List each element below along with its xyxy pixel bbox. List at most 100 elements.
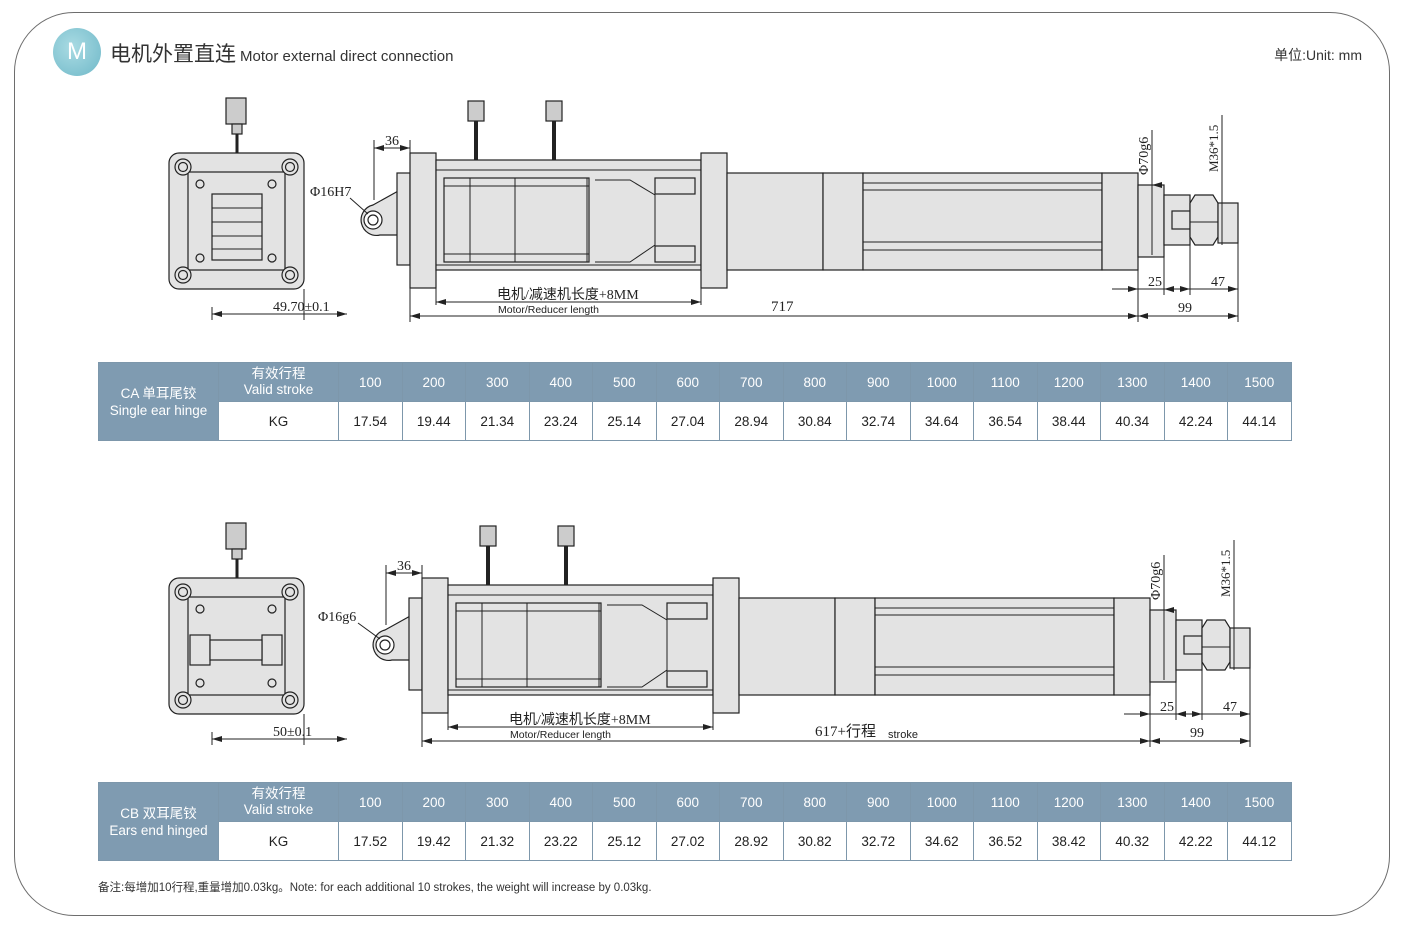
weight-value: 23.24 xyxy=(528,401,593,441)
stroke-value: 600 xyxy=(655,362,720,402)
motor-length-en: Motor/Reducer length xyxy=(498,304,599,316)
stroke-cn: 有效行程 xyxy=(251,786,306,801)
extrusion-profile xyxy=(874,597,1115,696)
stroke-value: 1000 xyxy=(909,362,974,402)
arrow xyxy=(337,736,347,742)
stroke-cn: 有效行程 xyxy=(251,366,306,381)
arrow xyxy=(337,311,347,317)
arrow xyxy=(691,299,701,305)
stroke-value: 1100 xyxy=(973,782,1038,822)
weight-value: 19.42 xyxy=(401,821,466,861)
weight-value: 21.32 xyxy=(465,821,530,861)
rod-gland xyxy=(1137,184,1165,258)
dim-47-label: 47 xyxy=(1223,700,1237,715)
screw-hole xyxy=(195,179,205,189)
weight-value: 25.12 xyxy=(592,821,657,861)
arrow xyxy=(1240,711,1250,717)
weight-value: 30.84 xyxy=(782,401,847,441)
stroke-value: 900 xyxy=(846,782,911,822)
arrow xyxy=(448,724,458,730)
kg-label: KG xyxy=(218,821,339,861)
tube-collar xyxy=(822,172,864,271)
stroke-value: 1200 xyxy=(1036,362,1101,402)
stroke-value: 800 xyxy=(782,782,847,822)
clevis-pin xyxy=(379,639,391,651)
leader-line xyxy=(349,197,369,215)
gear-top xyxy=(654,177,696,195)
arrow xyxy=(1150,738,1160,744)
stroke-en: Valid stroke xyxy=(243,802,314,817)
arrow xyxy=(703,724,713,730)
stroke-value: 400 xyxy=(528,782,593,822)
weight-value: 36.52 xyxy=(973,821,1038,861)
pin-dim-label: Φ16g6 xyxy=(318,610,356,625)
total-length-label: 717 xyxy=(771,299,794,315)
arrow xyxy=(412,570,422,576)
mount-hole-inner xyxy=(177,586,189,598)
type-en: Single ear hinge xyxy=(109,402,208,418)
dim-25-label: 25 xyxy=(1148,275,1162,290)
arrow xyxy=(1228,313,1238,319)
mount-hole-inner xyxy=(284,694,296,706)
stroke-value: 300 xyxy=(465,362,530,402)
section-badge: M xyxy=(53,28,101,76)
connector-icon xyxy=(467,100,485,122)
clevis-pin xyxy=(367,214,379,226)
page-frame xyxy=(14,12,1390,916)
screw-hole xyxy=(195,253,205,263)
connector-icon xyxy=(225,522,247,550)
rod-stud xyxy=(1183,635,1203,655)
thread-end xyxy=(1229,627,1251,669)
mount-hole-inner xyxy=(284,586,296,598)
type-en: Ears end hinged xyxy=(109,822,208,838)
motor-length-en: Motor/Reducer length xyxy=(510,729,611,741)
weight-value: 40.32 xyxy=(1100,821,1165,861)
motor-length-label: 电机/减速机长度+8MM xyxy=(497,287,639,303)
gear-top xyxy=(666,602,708,620)
stroke-value: 900 xyxy=(846,362,911,402)
title-cn: 电机外置直连 xyxy=(110,43,236,66)
weight-value: 25.14 xyxy=(592,401,657,441)
screw-hole xyxy=(195,678,205,688)
stroke-value: 700 xyxy=(719,362,784,402)
arrow xyxy=(1180,286,1190,292)
stroke-value: 200 xyxy=(401,362,466,402)
arrow xyxy=(1176,711,1186,717)
gear-bottom xyxy=(666,670,708,688)
arrow xyxy=(1140,711,1150,717)
arrow xyxy=(1240,738,1250,744)
stroke-value: 700 xyxy=(719,782,784,822)
rear-end-plate xyxy=(421,577,449,714)
connector-icon xyxy=(479,525,497,547)
end-dimension-label: 50±0.1 xyxy=(273,725,312,740)
mount-hole-inner xyxy=(177,694,189,706)
dim-36-label: 36 xyxy=(397,559,411,574)
stroke-value: 500 xyxy=(592,362,657,402)
weight-value: 42.22 xyxy=(1163,821,1228,861)
type-cn: CA 单耳尾铰 xyxy=(120,385,197,401)
arrow xyxy=(422,738,432,744)
mount-hole-inner xyxy=(177,269,189,281)
weight-value: 21.34 xyxy=(465,401,530,441)
stroke-value: 1000 xyxy=(909,782,974,822)
stroke-value: 300 xyxy=(465,782,530,822)
arrow xyxy=(1228,286,1238,292)
stroke-value: 600 xyxy=(655,782,720,822)
screw-hole xyxy=(195,604,205,614)
mount-hole-inner xyxy=(284,269,296,281)
connector-icon xyxy=(225,97,247,125)
connector-plug xyxy=(231,123,243,135)
arrow xyxy=(1128,313,1138,319)
ear-left xyxy=(189,634,211,666)
dim-36-label: 36 xyxy=(385,134,399,149)
arrow xyxy=(1138,313,1148,319)
weight-value: 30.82 xyxy=(782,821,847,861)
stroke-value: 1200 xyxy=(1036,782,1101,822)
screw-hole xyxy=(267,678,277,688)
stroke-value: 100 xyxy=(338,362,403,402)
